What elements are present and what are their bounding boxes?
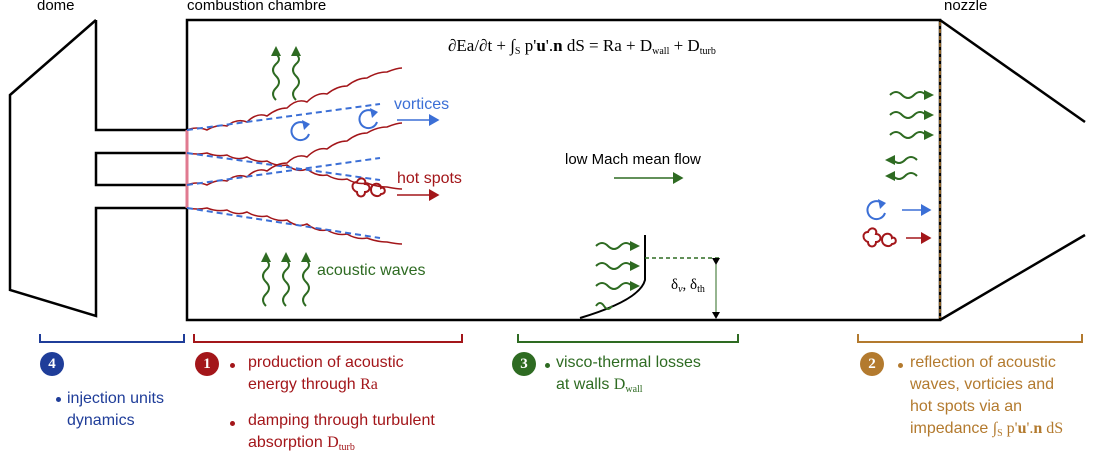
dome-label: dome — [37, 0, 75, 14]
bracket-4 — [39, 334, 185, 343]
vortex-icon — [866, 198, 887, 221]
vortex-icon — [358, 107, 379, 130]
vortices-label: vortices — [394, 96, 450, 113]
section-3-badge: 3 — [512, 352, 536, 376]
section-4-text: injection units dynamics — [67, 390, 164, 429]
section-1-text-a: production of acoustic energy through Ra — [248, 354, 404, 393]
bracket-2 — [857, 334, 1083, 343]
reflected-wave-icon — [884, 154, 918, 166]
acoustic-wave-icon — [270, 45, 282, 101]
section-3-text: visco-thermal losses at walls Dwall — [556, 354, 701, 395]
hot-spot-icon — [862, 227, 897, 248]
bullet-icon — [230, 363, 235, 368]
dome-injector-upper — [94, 20, 187, 132]
section-1-text-b: damping through turbulent absorption Dtu… — [248, 412, 435, 453]
acoustic-wave-icon — [260, 251, 272, 307]
boundary-layer-profile — [579, 235, 646, 319]
acoustic-wave-icon — [300, 251, 312, 307]
reflected-wave-icon — [884, 170, 918, 182]
hot-spots-label: hot spots — [397, 170, 462, 187]
boundary-thickness-label: δν, δth — [671, 277, 705, 295]
section-2-text: reflection of acoustic waves, vorticies … — [910, 354, 1064, 439]
bullet-icon — [230, 421, 235, 426]
dome-injector-lower — [94, 151, 187, 187]
acoustic-wave-icon — [889, 109, 935, 121]
nozzle-outline — [939, 18, 1086, 322]
bullet-icon — [898, 363, 903, 368]
acoustic-wave-icon — [889, 89, 935, 101]
acoustic-wave-icon — [595, 280, 641, 292]
energy-equation: ∂Ea/∂t + ∫S p'u'.n dS = Ra + Dwall + Dtu… — [448, 36, 716, 57]
acoustic-waves-label: acoustic waves — [317, 262, 426, 279]
acoustic-wave-icon — [595, 260, 641, 272]
bracket-1 — [193, 334, 463, 343]
acoustic-wave-icon — [280, 251, 292, 307]
chamber-label: combustion chambre — [187, 0, 327, 14]
dome-outline — [8, 19, 187, 318]
acoustic-wave-icon — [290, 45, 302, 101]
section-4-badge: 4 — [40, 352, 64, 376]
nozzle-label: nozzle — [944, 0, 988, 14]
section-2-badge: 2 — [860, 352, 884, 376]
section-1-badge: 1 — [195, 352, 219, 376]
bracket-3 — [517, 334, 739, 343]
acoustic-wave-icon — [595, 240, 641, 252]
bullet-icon — [56, 397, 61, 402]
shear-layers — [186, 67, 403, 245]
hot-spot-icon — [351, 177, 386, 198]
acoustic-wave-icon — [889, 129, 935, 141]
vortex-icon — [290, 119, 311, 142]
bullet-icon — [545, 363, 550, 368]
mean-flow-label: low Mach mean flow — [565, 151, 701, 168]
